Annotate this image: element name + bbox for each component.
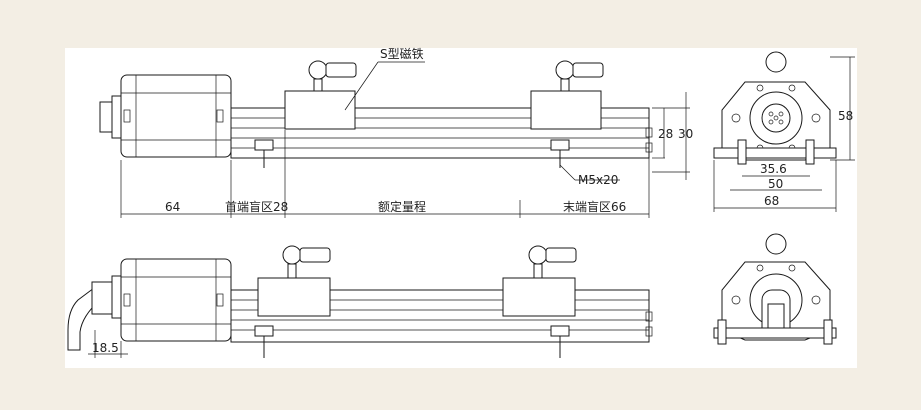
ball-joint-2 (555, 60, 575, 80)
connector-face (761, 103, 791, 133)
dim-50: 50 (768, 177, 783, 191)
connector-stub (99, 101, 113, 133)
thread-label: M5x20 (578, 173, 618, 187)
ball-joint-1 (308, 60, 328, 80)
magnet-s-right (530, 90, 602, 130)
head-housing-2 (120, 258, 232, 342)
magnet-label: S型磁铁 (380, 46, 424, 61)
rated-range: 额定量程 (378, 199, 426, 214)
tail-dead-zone: 末端盲区66 (563, 199, 626, 214)
head-housing (120, 74, 232, 158)
magnet-2-right (502, 277, 576, 317)
end-ball-joint (765, 51, 787, 73)
dim-30: 30 (678, 127, 693, 141)
top-front-view: S型磁铁 M5x20 28 30 64 首端盲区28 额定量程 末端盲区66 (99, 46, 693, 218)
bottom-front-view: 18.5 (67, 245, 653, 358)
magnet-2-left (257, 277, 331, 317)
dim-18-5: 18.5 (92, 341, 119, 355)
dim-28: 28 (658, 127, 673, 141)
dim-58: 58 (838, 109, 853, 123)
top-end-view: 58 35.6 50 68 (713, 51, 855, 212)
dim-35-6: 35.6 (760, 162, 787, 176)
dim-68: 68 (764, 194, 779, 208)
magnet-s-left (284, 90, 356, 130)
head-dead-zone: 首端盲区28 (225, 199, 288, 214)
dim-64: 64 (165, 200, 180, 214)
bottom-end-view (713, 233, 837, 345)
